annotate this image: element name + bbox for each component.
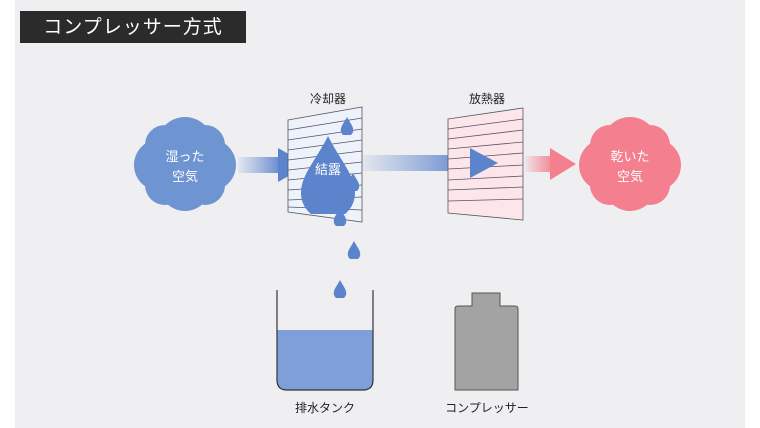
water-drop-icon bbox=[347, 241, 361, 259]
water-drop-icon bbox=[333, 280, 347, 298]
humid-air-cloud bbox=[134, 117, 236, 211]
airflow-arrow-head bbox=[470, 148, 498, 178]
dry-air-cloud bbox=[579, 117, 681, 211]
airflow-arrow-mid bbox=[362, 155, 472, 171]
drain-tank-label: 排水タンク bbox=[295, 401, 355, 415]
dry-air-label-2: 空気 bbox=[617, 169, 643, 185]
airflow-arrow-out bbox=[525, 148, 576, 180]
cooler-label: 冷却器 bbox=[310, 92, 346, 106]
diagram-panel bbox=[15, 0, 745, 428]
compressor-label: コンプレッサー bbox=[445, 401, 529, 415]
drain-tank bbox=[276, 290, 374, 391]
compressor-icon bbox=[454, 292, 519, 391]
condensation-label: 結露 bbox=[315, 163, 341, 178]
humid-air-label-1: 湿った bbox=[165, 150, 204, 165]
radiator-label: 放熱器 bbox=[469, 91, 505, 106]
humid-air-label-2: 空気 bbox=[172, 169, 198, 185]
dry-air-label-1: 乾いた bbox=[610, 150, 649, 165]
page-title: コンプレッサー方式 bbox=[20, 11, 246, 43]
